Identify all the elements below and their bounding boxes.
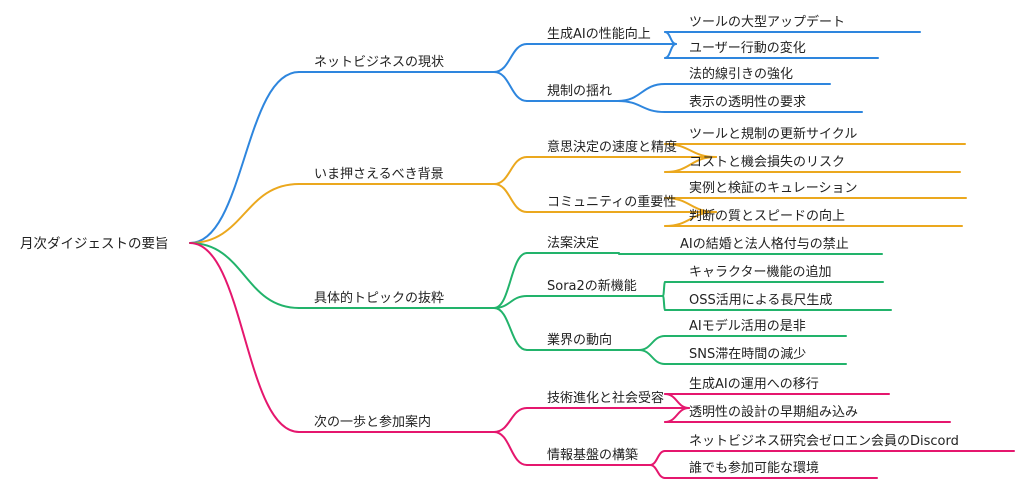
leaf-1-1-2-label: ユーザー行動の変化 [689, 40, 806, 56]
branch-4-link-2 [493, 431, 528, 466]
leaf-2-1-2-label: コストと機会損失のリスク [689, 155, 845, 170]
branch-2-link-2 [493, 183, 528, 213]
leaf-1-1-1-label: ツールの大型アップデート [689, 14, 845, 30]
branch-3-link-2 [493, 295, 528, 309]
sub-1-1-link-2 [664, 43, 677, 59]
sub-3-2-link-1 [662, 281, 666, 297]
root-link-2 [189, 183, 300, 244]
sub-4-1-link-2 [664, 407, 690, 423]
branch-2-label: いま押さえるべき背景 [314, 167, 444, 182]
leaf-3-3-2-label: SNS滞在時間の減少 [689, 346, 806, 362]
sub-4-1-label: 技術進化と社会受容 [547, 390, 664, 406]
sub-1-1-label: 生成AIの性能向上 [547, 26, 651, 42]
branch-4-link-1 [493, 407, 528, 433]
leaf-4-2-2-label: 誰でも参加可能な環境 [689, 460, 819, 476]
leaf-3-2-1-label: キャラクター機能の追加 [689, 264, 831, 280]
leaf-4-2-1-label: ネットビジネス研究会ゼロエン会員のDiscord [689, 434, 959, 449]
branch-4-label: 次の一歩と参加案内 [314, 414, 431, 430]
sub-3-3-label: 業界の動向 [547, 332, 612, 348]
sub-1-2-label: 規制の揺れ [547, 84, 612, 99]
mindmap-links [189, 31, 1015, 479]
branch-3-link-1 [493, 252, 528, 309]
leaf-4-1-2-label: 透明性の設計の早期組み込み [689, 404, 858, 420]
branch-3-link-3 [493, 307, 528, 351]
sub-1-2-link-1 [617, 83, 666, 102]
branch-2-link-1 [493, 156, 528, 185]
sub-2-2-label: コミュニティの重要性 [547, 194, 676, 210]
leaf-2-1-1-label: ツールと規制の更新サイクル [689, 126, 857, 142]
sub-4-1-link-1 [664, 393, 690, 409]
root-link-1 [189, 71, 300, 244]
sub-3-3-link-2 [638, 349, 666, 365]
sub-3-1-label: 法案決定 [547, 236, 599, 251]
sub-4-2-link-1 [649, 450, 666, 466]
branch-1-link-2 [493, 71, 528, 102]
leaf-1-2-1-label: 法的線引きの強化 [689, 66, 793, 82]
sub-4-2-label: 情報基盤の構築 [547, 448, 638, 463]
sub-1-2-link-2 [617, 100, 666, 113]
sub-1-1-link-1 [664, 31, 677, 45]
root-link-3 [189, 242, 300, 309]
mindmap-nodes: 月次ダイジェストの要旨 ネットビジネスの現状 生成AIの性能向上 ツールの大型アップ… [20, 14, 959, 476]
leaf-3-3-1-label: AIモデル活用の是非 [689, 318, 806, 334]
sub-3-2-link-2 [662, 295, 666, 311]
sub-3-2-label: Sora2の新機能 [547, 278, 637, 294]
sub-4-2-link-2 [649, 464, 666, 479]
sub-3-3-link-1 [638, 335, 666, 351]
leaf-1-2-2-label: 表示の透明性の要求 [689, 95, 806, 110]
root-node-label: 月次ダイジェストの要旨 [20, 236, 169, 252]
leaf-3-1-1-label: AIの結婚と法人格付与の禁止 [680, 236, 849, 252]
sub-2-1-label: 意思決定の速度と精度 [547, 139, 677, 155]
branch-3-label: 具体的トピックの抜粋 [314, 290, 444, 306]
branch-1-link-1 [493, 43, 528, 73]
leaf-2-2-2-label: 判断の質とスピードの向上 [689, 208, 845, 224]
branch-1-label: ネットビジネスの現状 [314, 55, 444, 70]
root-link-4 [189, 242, 300, 433]
leaf-3-2-2-label: OSS活用による長尺生成 [689, 293, 832, 308]
leaf-2-2-1-label: 実例と検証のキュレーション [689, 180, 857, 196]
leaf-4-1-1-label: 生成AIの運用への移行 [689, 377, 819, 392]
